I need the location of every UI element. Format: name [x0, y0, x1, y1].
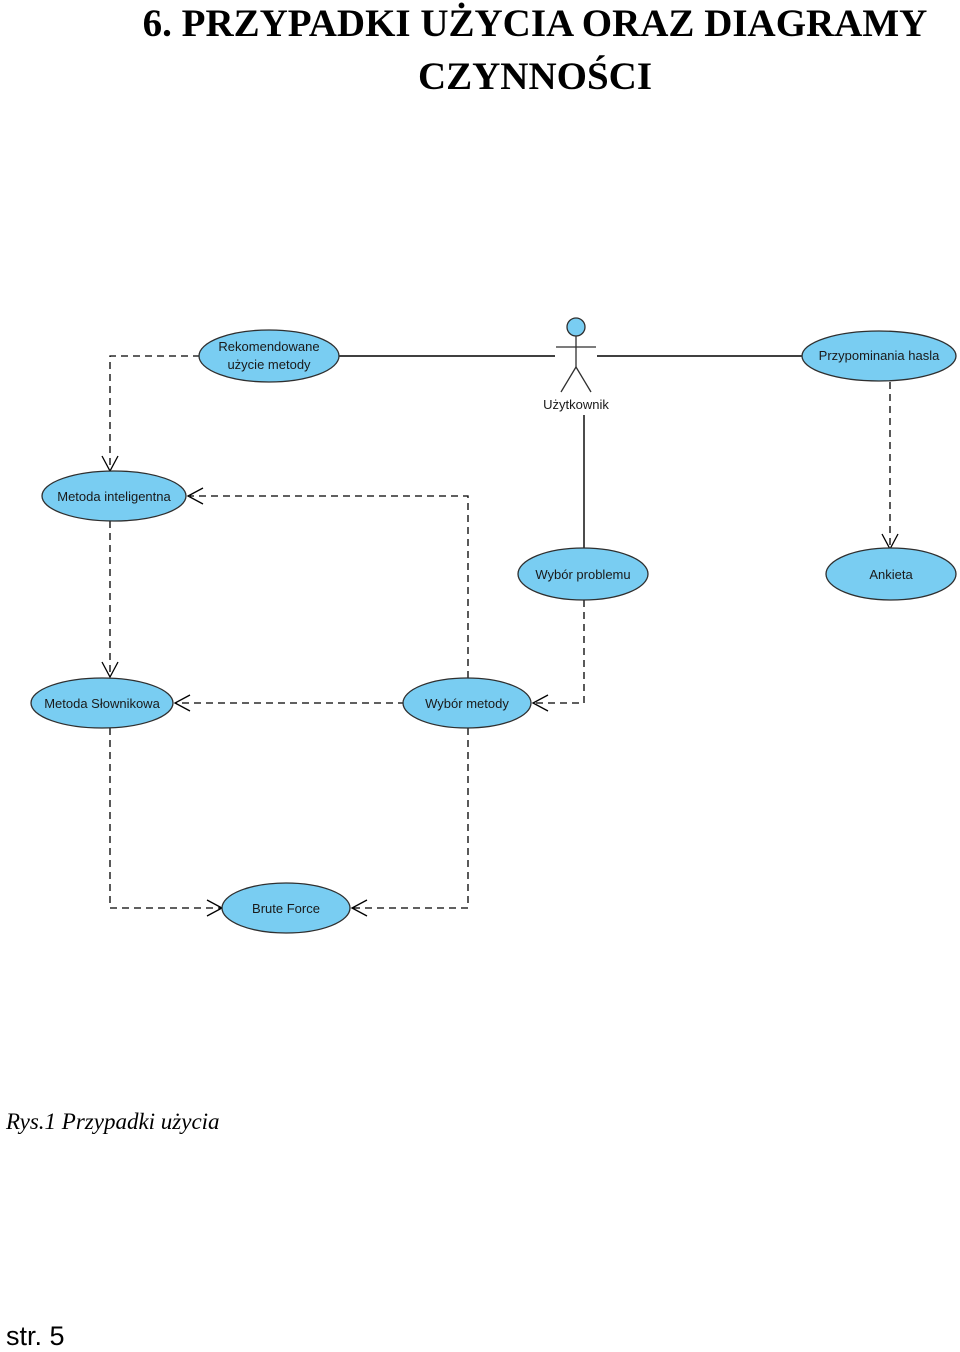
use-case-ankieta-label: Ankieta [869, 567, 913, 582]
actor-head-icon [566, 317, 586, 337]
dependency-wybor-problemu-wybor-metody [533, 600, 585, 704]
use-case-brute-force-label: Brute Force [252, 901, 320, 916]
page-heading-line1: 6. PRZYPADKI UŻYCIA ORAZ DIAGRAMY [142, 2, 928, 45]
use-case-wybor-problemu-label: Wybór problemu [535, 567, 630, 582]
actor-left-leg [560, 366, 577, 393]
use-case-ankieta: Ankieta [825, 547, 957, 601]
page-number: str. 5 [6, 1321, 65, 1351]
use-case-brute-force: Brute Force [221, 882, 351, 934]
arrowhead-metoda-inteligentna-right [186, 487, 204, 505]
use-case-wybor-metody-label: Wybór metody [425, 696, 509, 711]
dependency-metoda-slownikowa-brute-force [109, 728, 222, 909]
actor-right-leg [575, 366, 592, 393]
dependency-wybor-metody-metoda-inteligentna [190, 495, 469, 678]
dependency-rekomendowane-metoda-inteligentna [109, 355, 200, 470]
use-case-przypominania-hasla-label: Przypominania hasla [819, 348, 940, 363]
dependency-wybor-metody-brute-force [352, 728, 469, 909]
page-heading-line2: CZYNNOŚCI [417, 55, 653, 98]
use-case-metoda-inteligentna-label: Metoda inteligentna [57, 489, 171, 504]
actor-uzytkownik: Użytkownik [543, 317, 609, 412]
use-case-metoda-inteligentna: Metoda inteligentna [41, 470, 187, 522]
use-case-rekomendowane: Rekomendowane użycie metody [198, 329, 340, 383]
arrowhead-wybor-metody-right [531, 694, 549, 712]
use-case-rekomendowane-line1: Rekomendowane [218, 339, 319, 354]
use-case-wybor-metody: Wybór metody [402, 677, 532, 729]
arrowhead-brute-force-right [350, 899, 368, 917]
use-case-metoda-slownikowa: Metoda Słownikowa [30, 677, 174, 729]
arrowhead-metoda-slownikowa-top [101, 661, 119, 679]
use-case-wybor-problemu: Wybór problemu [517, 547, 649, 601]
use-case-metoda-slownikowa-label: Metoda Słownikowa [44, 696, 160, 711]
use-case-rekomendowane-line2: użycie metody [227, 357, 311, 372]
figure-caption: Rys.1 Przypadki użycia [6, 1109, 220, 1134]
actor-label: Użytkownik [543, 397, 609, 412]
use-case-przypominania-hasla: Przypominania hasla [801, 330, 957, 382]
arrowhead-metoda-slownikowa-right [173, 694, 191, 712]
